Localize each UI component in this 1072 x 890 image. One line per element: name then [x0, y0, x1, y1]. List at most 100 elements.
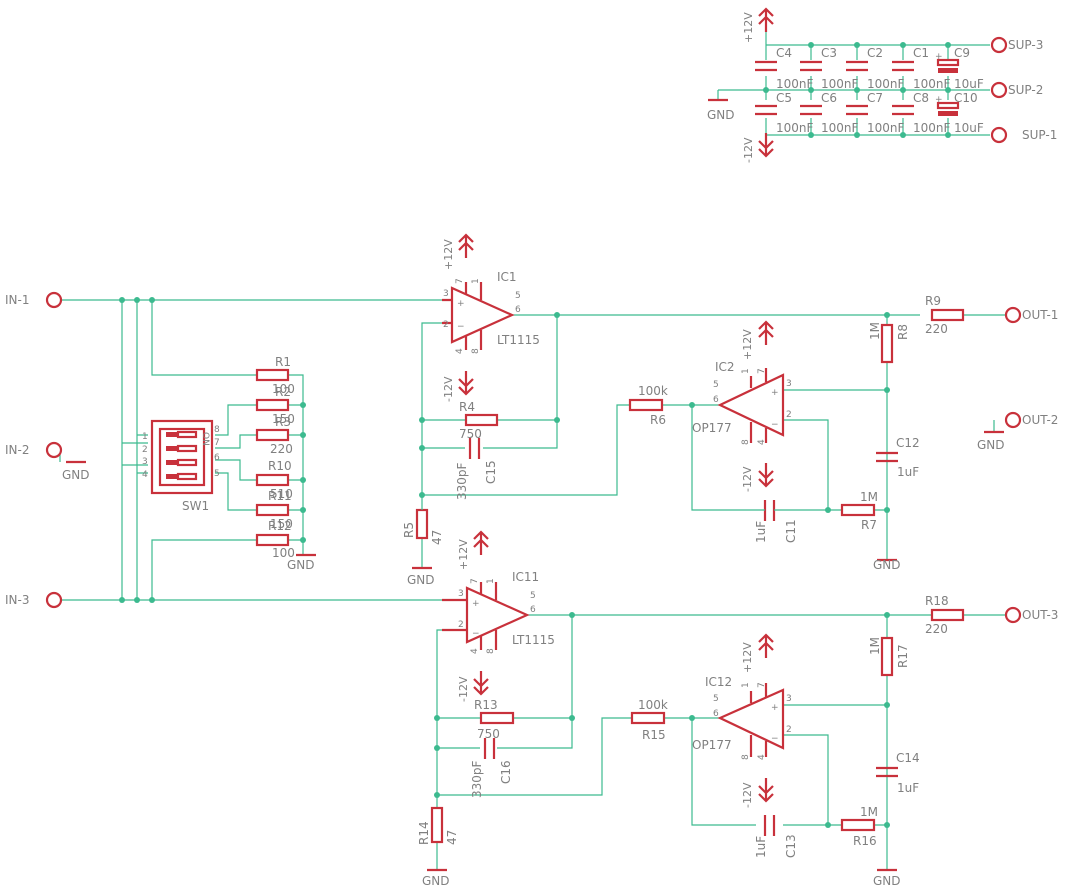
r18-value: 220 [925, 622, 948, 636]
c8-label: C8 [913, 91, 929, 105]
ic11-vneg-label: -12V [457, 676, 470, 702]
resistor-r13 [479, 711, 515, 725]
resistor-r18 [930, 608, 965, 622]
in-gnd-label: GND [62, 468, 90, 482]
ic11-plus12v-arrow [472, 530, 490, 557]
ic12-label: IC12 [705, 675, 732, 689]
connector-in1[interactable] [45, 291, 63, 309]
c14-label: C14 [896, 751, 920, 765]
ic1-pin8: 8 [471, 348, 481, 354]
r14-value: 47 [445, 830, 459, 845]
ic1-vneg-label: -12V [442, 376, 455, 402]
ic2-minus12v-arrow [757, 461, 775, 488]
r6-label: R6 [650, 413, 666, 427]
resistor-r9 [930, 308, 965, 322]
ic12-pin6: 6 [713, 709, 719, 719]
ic11-vpos-label: +12V [457, 539, 470, 570]
ic12-pin8: 8 [741, 754, 751, 760]
connector-out1[interactable] [1004, 306, 1022, 324]
ic2-pin7: 7 [757, 368, 767, 374]
resistor-r5 [415, 508, 429, 540]
connector-in3[interactable] [45, 591, 63, 609]
c10-value: 10uF [954, 121, 984, 135]
ic1-vpos-label: +12V [442, 239, 455, 270]
r3-value: 220 [270, 442, 293, 456]
r11-value: 150 [270, 517, 293, 531]
sup3-label: SUP-3 [1008, 38, 1043, 52]
opamp-ic1 [450, 286, 515, 344]
c1-value: 100nF [913, 77, 951, 91]
c3-value: 100nF [821, 77, 859, 91]
cap-c5 [755, 104, 777, 116]
ic1-part: LT1115 [497, 333, 540, 347]
cap-c12 [876, 451, 898, 463]
ic11-pin6: 6 [530, 605, 536, 615]
r9-label: R9 [925, 294, 941, 308]
r16-gnd-label: GND [873, 874, 901, 888]
ic12-vneg-label: -12V [741, 782, 754, 808]
connector-sup2[interactable] [990, 81, 1008, 99]
r7-label: R7 [861, 518, 877, 532]
connector-sup1[interactable] [990, 126, 1008, 144]
r7-gnd-label: GND [873, 558, 901, 572]
cap-c10 [936, 101, 960, 116]
connector-out2[interactable] [1004, 411, 1022, 429]
in1-label: IN-1 [5, 293, 29, 307]
resistor-r1 [255, 368, 290, 382]
opamp-ic2 [717, 373, 785, 437]
r3-label: R3 [275, 415, 291, 429]
cap-c2 [846, 60, 868, 72]
opamp-ic12 [717, 688, 785, 750]
connector-out3[interactable] [1004, 606, 1022, 624]
ic12-pin1: 1 [741, 682, 751, 688]
r1-label: R1 [275, 355, 291, 369]
resistor-r15 [630, 711, 666, 725]
c9-value: 10uF [954, 77, 984, 91]
r10-label: R10 [268, 459, 292, 473]
resistor-r17 [880, 636, 894, 677]
ic1-pin3: 3 [443, 289, 449, 299]
c10-polarity: + [935, 95, 943, 105]
r12-value: 100 [272, 546, 295, 560]
c13-value: 1uF [754, 836, 768, 858]
supply-minus12v-arrow [757, 131, 775, 158]
sw-gnd-label: GND [287, 558, 315, 572]
connector-in2[interactable] [45, 441, 63, 459]
ic11-label: IC11 [512, 570, 539, 584]
ic1-pin4: 4 [455, 348, 465, 354]
resistor-r6 [628, 398, 664, 412]
c5-label: C5 [776, 91, 792, 105]
c15-value: 330pF [455, 462, 469, 500]
cap-c13 [763, 815, 776, 836]
ic1-pin2: 2 [443, 320, 449, 330]
r13-label: R13 [474, 698, 498, 712]
resistor-r10 [255, 473, 290, 487]
c11-value: 1uF [754, 521, 768, 543]
r16-value: 1M [860, 805, 878, 819]
in3-label: IN-3 [5, 593, 29, 607]
c12-label: C12 [896, 436, 920, 450]
ic12-pin7: 7 [757, 682, 767, 688]
c14-value: 1uF [897, 781, 919, 795]
ic11-minus12v-arrow [472, 669, 490, 696]
c16-label: C16 [499, 760, 513, 784]
ic11-pin2: 2 [458, 620, 464, 630]
dip-switch-sw1[interactable] [150, 419, 214, 495]
sup1-label: SUP-1 [1022, 128, 1057, 142]
r8-label: R8 [896, 324, 910, 340]
r10-value: 510 [270, 487, 293, 501]
stage-2: +12V -12V + − 3 2 5 6 7 1 4 8 IC11 LT111… [417, 530, 1058, 888]
ic2-vpos-label: +12V [741, 329, 754, 360]
ic2-plus-sign: + [771, 388, 779, 398]
c8-value: 100nF [913, 121, 951, 135]
ic11-pin5: 5 [530, 591, 536, 601]
cap-c6 [800, 104, 822, 116]
resistor-r3 [255, 428, 290, 442]
resistor-r7 [840, 503, 876, 517]
connector-sup3[interactable] [990, 36, 1008, 54]
sw1-label: SW1 [182, 499, 209, 513]
ic12-part: OP177 [692, 738, 732, 752]
r9-value: 220 [925, 322, 948, 336]
c2-label: C2 [867, 46, 883, 60]
